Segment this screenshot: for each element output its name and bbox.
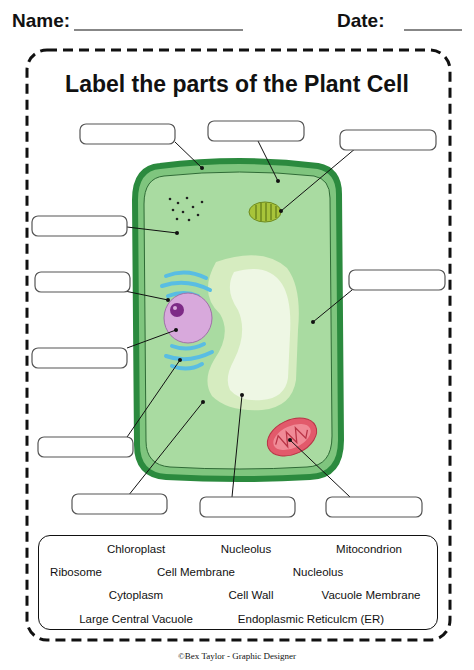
- chloroplast-stripes: [256, 203, 276, 221]
- name-line: [74, 29, 243, 30]
- word-bank-term: Cell Membrane: [101, 565, 291, 579]
- blank-label-boxes: [32, 121, 445, 517]
- page-title: Label the parts of the Plant Cell: [0, 71, 474, 98]
- field-label: Name:: [12, 10, 70, 32]
- endoplasmic-reticulum: [162, 272, 212, 368]
- word-bank-term: Vacuole Membrane: [276, 588, 466, 602]
- cell-membrane: [144, 172, 332, 469]
- word-bank-term: Ribosome: [0, 565, 171, 579]
- word-bank-term: Chloroplast: [41, 542, 231, 556]
- word-bank-term: Endoplasmic Reticulcm (ER): [216, 612, 406, 626]
- date-line: [404, 29, 462, 30]
- central-vacuole: [228, 269, 291, 400]
- leader-dots: [166, 166, 315, 442]
- leader-lines: [120, 141, 356, 497]
- vacuole-membrane: [207, 255, 298, 410]
- word-bank-term: Cell Wall: [156, 588, 346, 602]
- chloroplast: [249, 202, 281, 222]
- word-bank-term: Cytoplasm: [41, 588, 231, 602]
- word-bank-term: Mitocondrion: [274, 542, 464, 556]
- nucleolus-highlight: [173, 306, 177, 310]
- field-label: Date:: [337, 10, 385, 32]
- ribosome-dots: [169, 197, 204, 222]
- word-bank-term: Nucleolus: [223, 565, 413, 579]
- mitochondrion: [261, 411, 322, 464]
- credit-caption: ©Bex Taylor - Graphic Designer: [0, 651, 474, 661]
- word-bank-term: Large Central Vacuole: [41, 612, 231, 626]
- word-bank-box: ChloroplastNucleolusMitocondrionRibosome…: [38, 535, 438, 630]
- word-bank-term: Nucleolus: [151, 542, 341, 556]
- nucleolus: [170, 303, 184, 317]
- nucleus: [164, 293, 212, 343]
